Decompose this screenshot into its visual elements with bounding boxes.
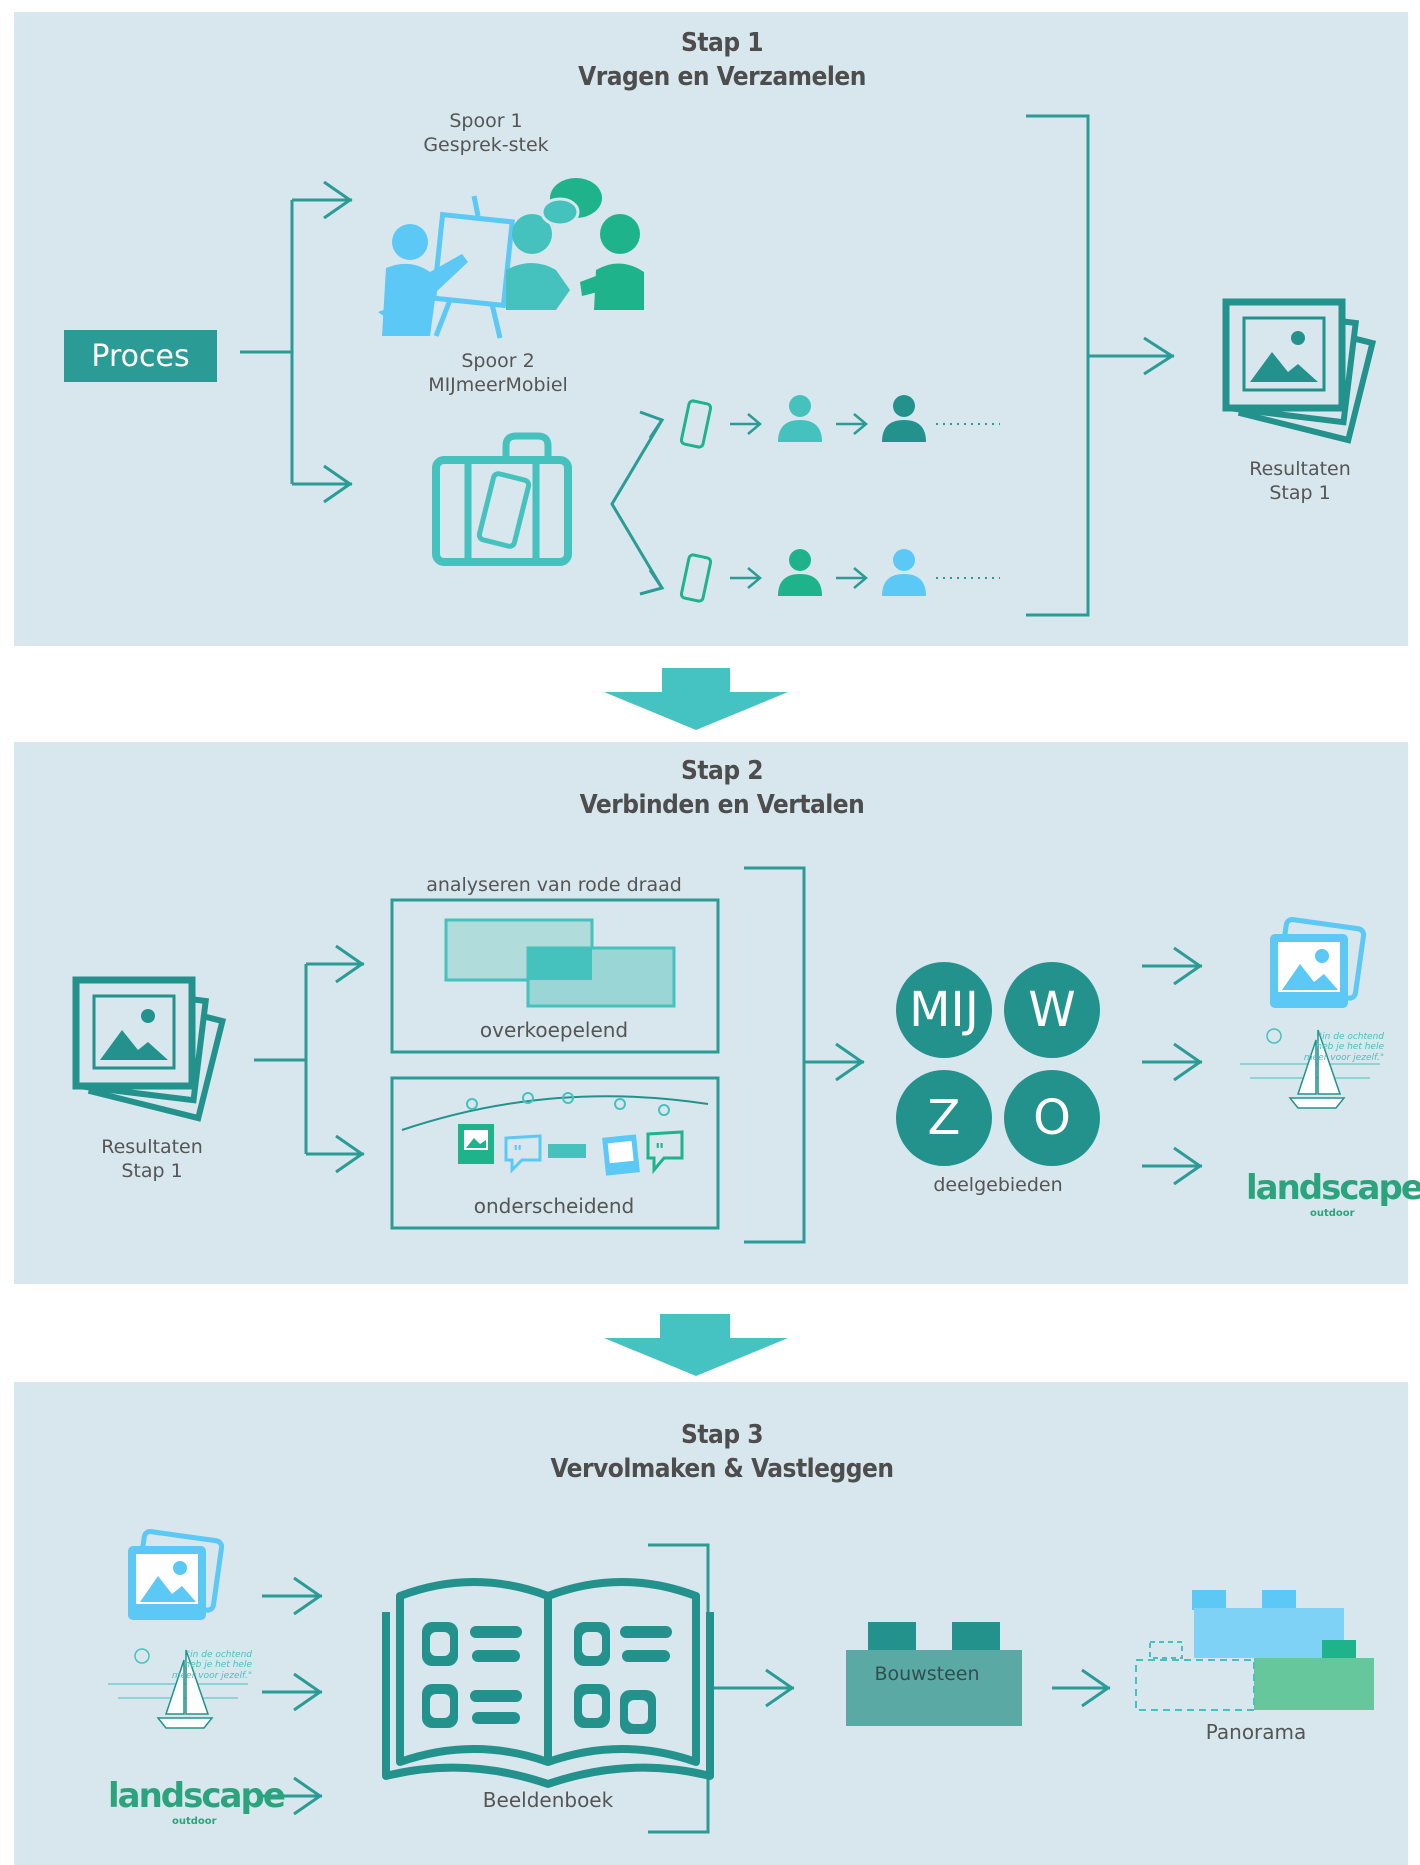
photo-garland-icon: " " — [401, 1092, 709, 1176]
gesprek-stek-icon — [378, 178, 644, 339]
bouwsteen-block-icon — [846, 1622, 1022, 1726]
step2-input-line1: Resultaten — [101, 1136, 203, 1158]
step2-panel — [14, 742, 1408, 1284]
area-circle-w: W — [1004, 962, 1100, 1058]
spoor1-label: Spoor 1 Gesprek-stek — [423, 110, 548, 158]
area-circle-mij: MIJ — [896, 962, 992, 1058]
beeldenboek-icon — [382, 1578, 714, 1788]
quote-text: "in de ochtend heb je het hele meer voor… — [1303, 1032, 1384, 1063]
mobile-chain-top — [679, 395, 1000, 450]
input-pictures-icon — [76, 980, 222, 1118]
wordcloud-small-text-step3: outdoor — [172, 1816, 217, 1827]
result-pictures-icon — [1226, 302, 1372, 440]
svg-text:": " — [513, 1142, 522, 1163]
spoor2-label-line1: Spoor 2 — [461, 350, 535, 372]
overkoepelend-box — [390, 898, 720, 1054]
step2-title-line2: Verbinden en Vertalen — [579, 790, 865, 821]
step1-title-line2: Vragen en Verzamelen — [578, 62, 866, 93]
down-arrow-1 — [604, 668, 788, 730]
photo-icon-step3 — [128, 1531, 222, 1620]
step1-result-line1: Resultaten — [1249, 458, 1351, 480]
panorama-label: Panorama — [1205, 1720, 1307, 1744]
step1-result-line2: Stap 1 — [1269, 481, 1331, 504]
panorama-blocks-icon — [1135, 1590, 1374, 1711]
step2-title: Stap 2 Verbinden en Vertalen — [580, 754, 865, 823]
spoor2-label: Spoor 2 MIJmeerMobiel — [428, 350, 568, 398]
spoor1-label-line2: Gesprek-stek — [423, 133, 549, 156]
step1-title-line1: Stap 1 — [681, 28, 763, 58]
step3-title-line2: Vervolmaken & Vastleggen — [550, 1454, 894, 1485]
wordcloud-text: landscape — [1246, 1168, 1420, 1208]
onderscheidend-label: onderscheidend — [473, 1194, 635, 1218]
step1-panel — [14, 12, 1408, 646]
beeldenboek-label: Beeldenboek — [482, 1788, 614, 1812]
down-arrow-2 — [604, 1314, 788, 1376]
step3-title-line1: Stap 3 — [681, 1420, 763, 1450]
wordcloud-text-step3: landscape — [108, 1776, 286, 1816]
step2-input-line2: Stap 1 — [121, 1159, 183, 1182]
analysis-title: analyseren van rode draad — [426, 874, 682, 896]
mijmeermobiel-suitcase-icon — [432, 432, 572, 566]
overkoepelend-label: overkoepelend — [479, 1018, 629, 1042]
spoor1-label-line1: Spoor 1 — [449, 110, 523, 132]
wordcloud-small-text: outdoor — [1310, 1208, 1355, 1219]
step2-title-line1: Stap 2 — [681, 756, 763, 786]
step2-connectors — [254, 866, 1203, 1244]
step2-input-label: Resultaten Stap 1 — [101, 1136, 203, 1184]
deelgebieden-label: deelgebieden — [933, 1174, 1063, 1196]
proces-box: Proces — [64, 330, 217, 382]
mobile-chain-bottom — [679, 549, 1000, 604]
step1-title: Stap 1 Vragen en Verzamelen — [578, 26, 866, 95]
overlap-rectangles-icon — [444, 918, 676, 1008]
onderscheidend-box — [390, 1076, 720, 1230]
step1-result-label: Resultaten Stap 1 — [1249, 458, 1351, 506]
spoor2-label-line2: MIJmeerMobiel — [428, 373, 568, 396]
area-circle-z: Z — [896, 1070, 992, 1166]
svg-text:": " — [655, 1140, 664, 1161]
step1-connectors — [240, 114, 1175, 617]
quote-text-step3: "in de ochtend heb je het hele meer voor… — [171, 1650, 252, 1681]
bouwsteen-label: Bouwsteen — [874, 1663, 980, 1685]
area-circle-o: O — [1004, 1070, 1100, 1166]
step3-title: Stap 3 Vervolmaken & Vastleggen — [550, 1418, 894, 1487]
photo-icon — [1270, 919, 1364, 1008]
